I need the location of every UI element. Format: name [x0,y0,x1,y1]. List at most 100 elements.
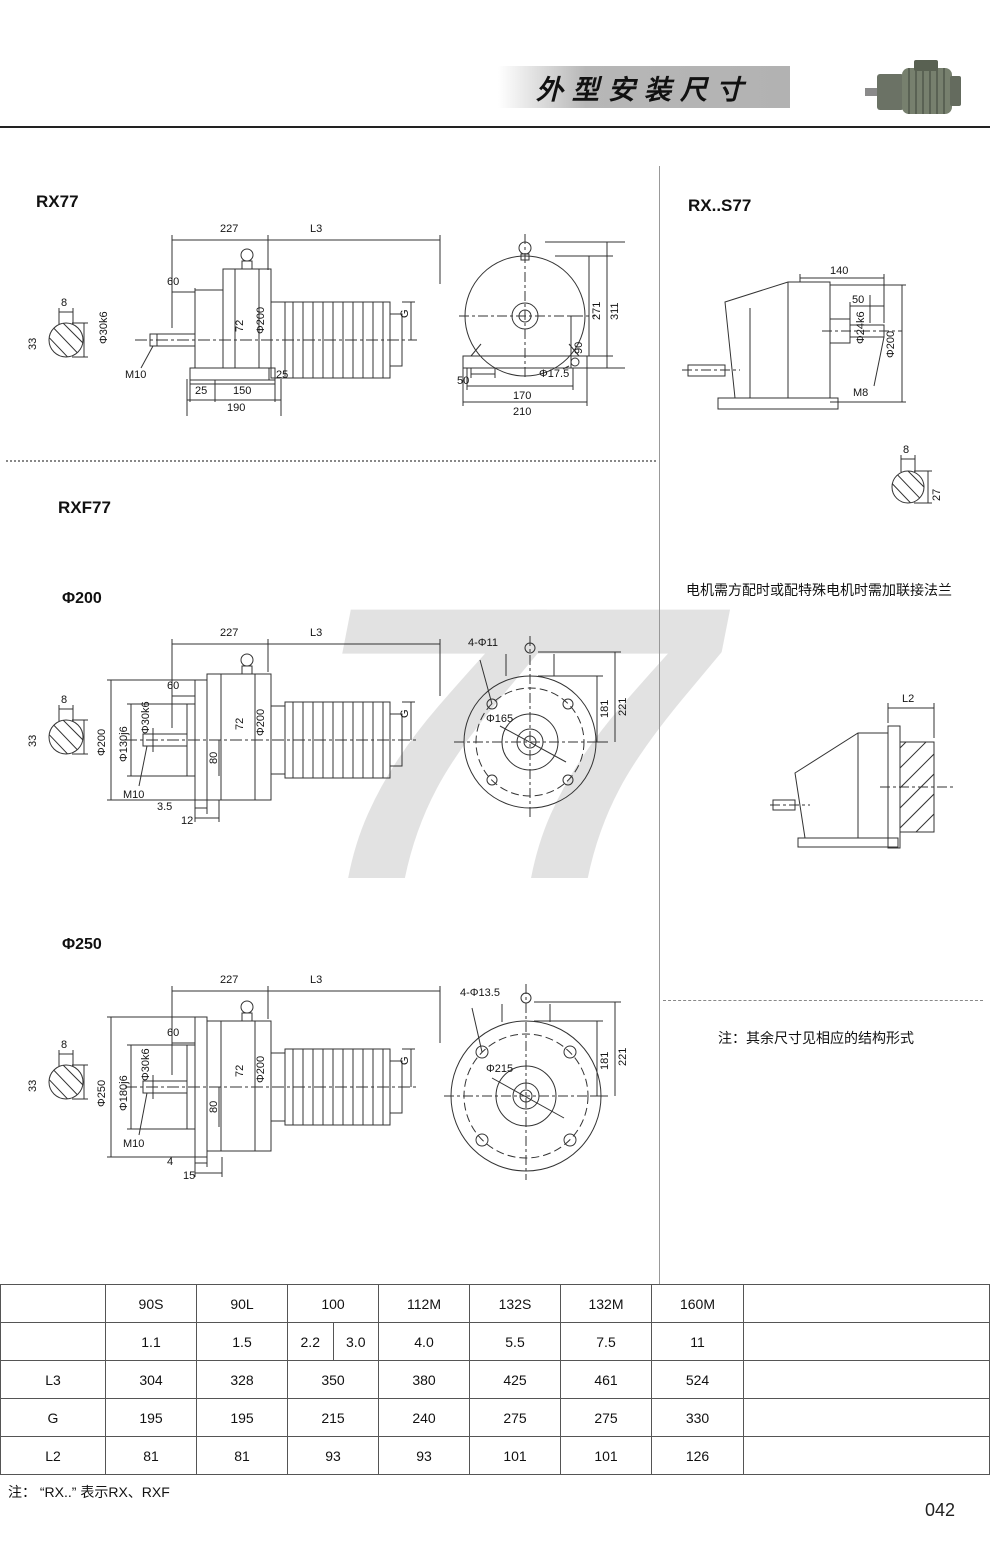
col-header: 90L [196,1284,288,1323]
table-cell: 304 [105,1360,197,1399]
table-cell: 2.2 [300,1333,320,1350]
dim-label: 33 [27,1079,39,1092]
rxf250-side-drawing: 227 L3 60 Φ250 Φ180j6 Φ30k6 72 Φ200 80 G… [95,975,465,1200]
dim-label: Φ200 [255,708,267,736]
col-header: 90S [105,1284,197,1323]
table-cell: 101 [469,1436,561,1475]
table-cell: 7.5 [560,1322,652,1361]
gear-motor-icon [865,60,961,114]
dim-label: 4 [167,1156,174,1168]
dim-label: Φ30k6 [140,701,152,734]
dim-label: M8 [853,387,869,399]
dim-label: Φ200 [885,330,897,358]
dim-label: 4-Φ13.5 [460,987,500,999]
table-cell: 350 [287,1360,379,1399]
table-cell: 4.0 [378,1322,470,1361]
table-cell [743,1322,990,1361]
rx77-front-view [459,234,625,406]
table-cell [743,1284,990,1323]
table-cell-split: 2.2 3.0 [287,1322,379,1361]
table-cell: 81 [196,1436,288,1475]
dim-label: 8 [61,297,68,309]
dim-label: Φ130j6 [118,726,130,762]
dim-label: G [399,709,411,718]
dim-label: 8 [61,694,68,706]
shaft-section-view [48,1050,88,1100]
table-cell: 328 [196,1360,288,1399]
dim-label: 170 [513,390,532,402]
dim-label: 190 [227,402,246,414]
row-header: L3 [0,1360,106,1399]
dim-label: 80 [208,751,220,764]
dim-label: L3 [310,974,323,986]
row-header: G [0,1398,106,1437]
page-number: 042 [925,1500,956,1520]
table-cell: 101 [560,1436,652,1475]
rxf250-side-view [107,986,441,1177]
dim-label: 181 [599,1051,611,1070]
table-cell: 240 [378,1398,470,1437]
table-cell: 3.0 [332,1323,379,1360]
dim-label: 72 [234,1064,246,1077]
dim-label: 221 [617,1047,629,1066]
table-cell: 126 [651,1436,744,1475]
dim-label: 72 [234,319,246,332]
rxf250-shaft-section: 8 33 [27,1040,100,1112]
dim-label: 140 [830,265,849,277]
l2-flange-drawing: L2 [770,678,980,878]
table-cell: 195 [105,1398,197,1437]
dim-label: 25 [276,369,289,381]
table-row-G: G 195 195 215 240 275 275 330 [0,1398,990,1437]
rx77-front-drawing: 271 311 90 Φ17.5 50 170 210 [455,228,660,440]
rx77-side-drawing: 227 L3 60 Φ30k6 72 Φ200 G M10 25 150 190… [95,222,465,432]
dim-label: 15 [183,1170,196,1182]
rxs77-shaft-section: 8 27 [880,445,952,517]
watermark-77: 77 [315,525,715,961]
table-cell: 275 [560,1398,652,1437]
dim-label: 60 [167,680,180,692]
dim-label: 227 [220,974,239,986]
column-divider [659,166,660,1284]
header-rule [0,126,990,128]
table-row-power: 1.1 1.5 2.2 3.0 4.0 5.5 7.5 11 [0,1322,990,1361]
col-header: 132S [469,1284,561,1323]
col-header: 132M [560,1284,652,1323]
dim-label: 60 [167,276,180,288]
dim-label: 181 [599,699,611,718]
rx77-shaft-section: 8 33 [27,297,100,370]
dim-label: 25 [195,385,208,397]
rxs77-side-view [682,274,906,410]
rxf200-front-view [454,636,621,820]
other-dims-note: 注：其余尺寸见相应的结构形式 [718,1030,914,1046]
table-cell [743,1360,990,1399]
dim-label: Φ30k6 [98,311,110,344]
dim-label: 33 [27,734,39,747]
table-cell: 524 [651,1360,744,1399]
flange-note: 电机需方配时或配特殊电机时需加联接法兰 [686,582,952,598]
table-header-row: 90S 90L 100 112M 132S 132M 160M [0,1284,990,1323]
rxs77-side-drawing: 140 50 Φ24k6 Φ200 M8 [680,240,980,455]
dim-label: L3 [310,627,323,639]
dim-label: 311 [609,302,621,320]
title-rx77: RX77 [36,192,79,211]
section-divider-dotted [6,460,656,462]
dim-label: Φ215 [486,1063,514,1075]
dim-label: 8 [903,444,910,456]
table-cell [743,1436,990,1475]
table-cell: 215 [287,1398,379,1437]
page-title: 外型安装尺寸 [536,74,752,105]
dim-label: 27 [931,488,943,501]
dim-label: Φ200 [255,1055,267,1083]
dim-label: Φ200 [255,306,267,334]
table-cell: 1.1 [105,1322,197,1361]
rxf200-side-drawing: 227 L3 60 Φ200 Φ130j6 Φ30k6 72 Φ200 80 G… [95,628,465,853]
dim-label: M10 [123,1138,145,1150]
dim-label: Φ24k6 [855,311,867,344]
dim-label: Φ165 [486,713,514,725]
row-header: L2 [0,1436,106,1475]
dim-label: G [399,309,411,318]
table-cell: 11 [651,1322,744,1361]
rxf250-front-drawing: 4-Φ13.5 Φ215 181 221 [438,978,668,1208]
col-header: 100 [287,1284,379,1323]
